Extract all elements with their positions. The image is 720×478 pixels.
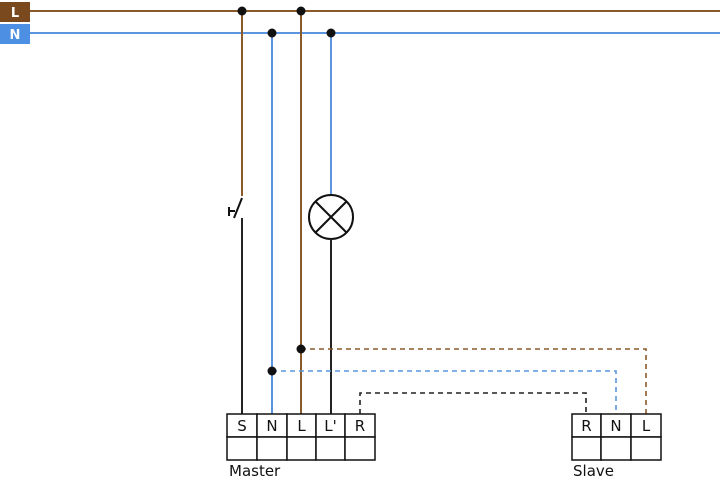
lamp-symbol-icon — [308, 194, 354, 240]
junction-dot — [326, 28, 336, 38]
live-bus-badge — [0, 2, 30, 22]
slave-caption: Slave — [573, 462, 614, 478]
neutral-bus-label: N — [10, 28, 21, 43]
slave-r-link — [359, 392, 587, 414]
switch-symbol-icon — [228, 197, 243, 219]
master-terminal-n: N — [266, 417, 277, 435]
junction-dot — [296, 6, 306, 16]
slave-terminal-n: N — [610, 417, 621, 435]
slave-neutral-link — [272, 370, 617, 414]
master-caption: Master — [229, 462, 281, 478]
junction-dot — [267, 366, 277, 376]
junction-dot — [267, 28, 277, 38]
master-terminal-l-prime: L' — [324, 417, 336, 435]
neutral-bus-badge — [0, 24, 30, 44]
master-terminal-block: S N L L' R — [226, 413, 376, 461]
master-terminal-r: R — [355, 417, 365, 435]
slave-terminal-block: R N L — [571, 413, 662, 461]
master-terminal-l: L — [297, 417, 306, 435]
slave-terminal-r: R — [581, 417, 591, 435]
slave-live-link — [301, 348, 647, 414]
live-bus-label: L — [11, 6, 19, 21]
junction-dot — [296, 344, 306, 354]
slave-terminal-l: L — [642, 417, 651, 435]
master-terminal-s: S — [237, 417, 247, 435]
junction-dot — [237, 6, 247, 16]
